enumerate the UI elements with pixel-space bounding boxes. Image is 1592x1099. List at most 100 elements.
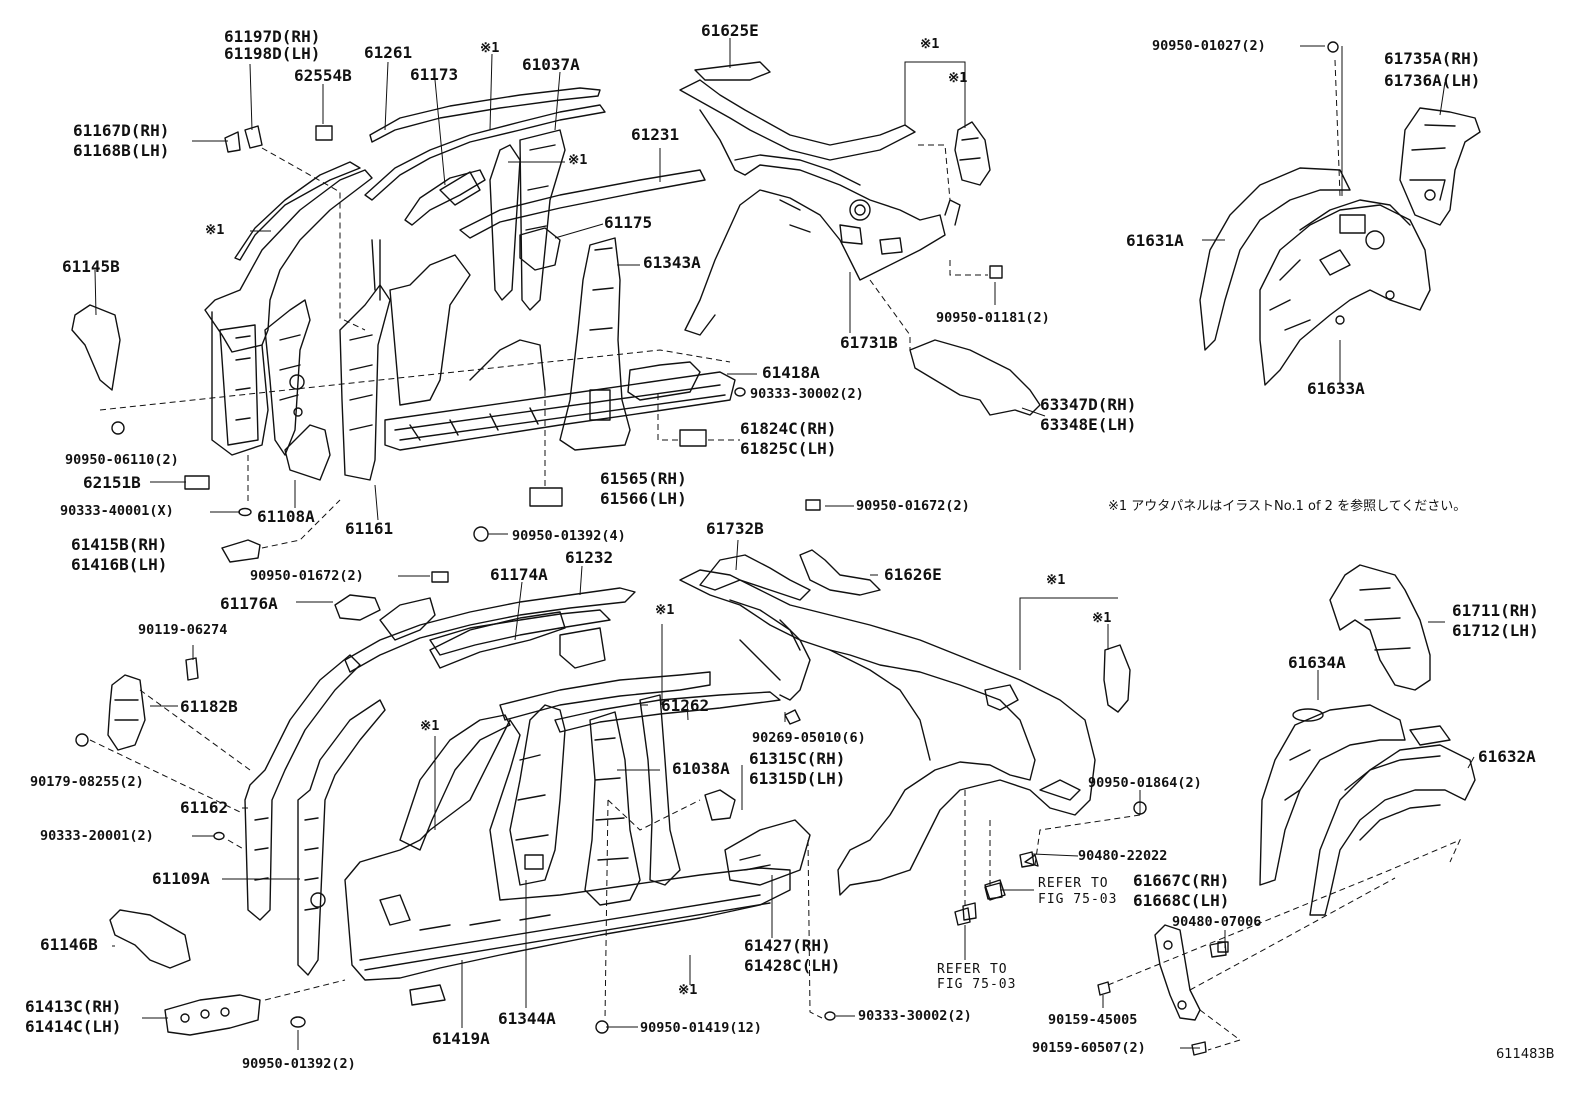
label-refer-b-line1: REFER TO xyxy=(937,962,1008,977)
label-star1-e: ※1 xyxy=(205,222,225,238)
label-90950-01672-mid: 90950-01672(2) xyxy=(250,568,364,584)
label-62554b: 62554B xyxy=(294,66,352,85)
label-refer-a-line2: FIG 75-03 xyxy=(1038,892,1118,907)
label-star1-b: ※1 xyxy=(920,36,940,52)
small-fasteners xyxy=(72,42,1338,1055)
label-61109a: 61109A xyxy=(152,869,210,888)
label-90119-06274: 90119-06274 xyxy=(138,622,228,638)
dashed-reference-lines xyxy=(90,60,1460,1050)
label-90179-08255: 90179-08255(2) xyxy=(30,774,144,790)
label-62151b: 62151B xyxy=(83,473,141,492)
label-90269-05010: 90269-05010(6) xyxy=(752,730,866,746)
label-61735a: 61735A(RH) xyxy=(1384,49,1481,68)
label-61167d: 61167D(RH) xyxy=(73,121,170,140)
label-61231: 61231 xyxy=(631,125,680,144)
label-61197d: 61197D(RH) xyxy=(224,27,321,46)
label-61174a: 61174A xyxy=(490,565,548,584)
label-61633a: 61633A xyxy=(1307,379,1365,398)
label-61566: 61566(LH) xyxy=(600,489,687,508)
label-90333-40001: 90333-40001(X) xyxy=(60,503,174,519)
label-61175: 61175 xyxy=(604,213,653,232)
label-61736a: 61736A(LH) xyxy=(1384,71,1481,90)
label-90159-45005: 90159-45005 xyxy=(1048,1012,1138,1028)
label-90333-30002-bot: 90333-30002(2) xyxy=(858,1008,972,1024)
label-61344a: 61344A xyxy=(498,1009,556,1028)
label-90950-06110: 90950-06110(2) xyxy=(65,452,179,468)
label-61419a: 61419A xyxy=(432,1029,490,1048)
label-star1-d: ※1 xyxy=(568,152,588,168)
label-61416b: 61416B(LH) xyxy=(71,555,168,574)
label-90480-07006: 90480-07006 xyxy=(1172,914,1262,930)
label-star1-g: ※1 xyxy=(655,602,675,618)
label-61161: 61161 xyxy=(345,519,394,538)
label-61625e: 61625E xyxy=(701,21,759,40)
label-61825c: 61825C(LH) xyxy=(740,439,837,458)
leader-lines xyxy=(95,38,1474,1050)
label-61413c: 61413C(RH) xyxy=(25,997,122,1016)
label-61232: 61232 xyxy=(565,548,614,567)
label-90950-01672-top: 90950-01672(2) xyxy=(856,498,970,514)
label-refer-a-line1: REFER TO xyxy=(1038,876,1109,891)
label-63348e: 63348E(LH) xyxy=(1040,415,1137,434)
label-61667c: 61667C(RH) xyxy=(1133,871,1230,890)
label-61145b: 61145B xyxy=(62,257,120,276)
upper-left-body-side xyxy=(205,88,735,480)
label-90950-01181: 90950-01181(2) xyxy=(936,310,1050,326)
label-star1-i: ※1 xyxy=(420,718,440,734)
label-61626e: 61626E xyxy=(884,565,942,584)
label-61146b: 61146B xyxy=(40,935,98,954)
note-outer-panel-reference: ※1 アウタパネルはイラストNo.1 of 2 を参照してください。 xyxy=(1108,499,1467,514)
label-61632a: 61632A xyxy=(1478,747,1536,766)
label-90333-20001: 90333-20001(2) xyxy=(40,828,154,844)
floor-piece-63347d xyxy=(910,340,1040,415)
label-61631a: 61631A xyxy=(1126,231,1184,250)
label-61261: 61261 xyxy=(364,43,413,62)
label-61824c: 61824C(RH) xyxy=(740,419,837,438)
label-61168b: 61168B(LH) xyxy=(73,141,170,160)
label-90480-22022: 90480-22022 xyxy=(1078,848,1168,864)
label-61037a: 61037A xyxy=(522,55,580,74)
lower-right-wheelhouse xyxy=(1020,565,1475,1020)
upper-rear-quarter-inner xyxy=(680,62,990,335)
label-61415b: 61415B(RH) xyxy=(71,535,168,554)
label-61418a: 61418A xyxy=(762,363,820,382)
label-61565: 61565(RH) xyxy=(600,469,687,488)
label-61173: 61173 xyxy=(410,65,459,84)
label-90950-01027: 90950-01027(2) xyxy=(1152,38,1266,54)
label-61414c: 61414C(LH) xyxy=(25,1017,122,1036)
label-90333-30002-top: 90333-30002(2) xyxy=(750,386,864,402)
label-90159-60507: 90159-60507(2) xyxy=(1032,1040,1146,1056)
label-61668c: 61668C(LH) xyxy=(1133,891,1230,910)
label-90950-01419: 90950-01419(12) xyxy=(640,1020,762,1036)
label-61711: 61711(RH) xyxy=(1452,601,1539,620)
label-90950-01864: 90950-01864(2) xyxy=(1088,775,1202,791)
label-refer-b-line2: FIG 75-03 xyxy=(937,977,1017,992)
label-61428c: 61428C(LH) xyxy=(744,956,841,975)
label-61731b: 61731B xyxy=(840,333,898,352)
label-61343a: 61343A xyxy=(643,253,701,272)
label-star1-a: ※1 xyxy=(480,40,500,56)
label-61732b: 61732B xyxy=(706,519,764,538)
label-61315c: 61315C(RH) xyxy=(749,749,846,768)
label-61427: 61427(RH) xyxy=(744,936,831,955)
label-61162: 61162 xyxy=(180,798,229,817)
label-90950-01392-2: 90950-01392(2) xyxy=(242,1056,356,1072)
label-61198d: 61198D(LH) xyxy=(224,44,321,63)
label-61262: 61262 xyxy=(661,696,710,715)
label-star1-f: ※1 xyxy=(1046,572,1066,588)
upper-right-wheelhouse xyxy=(1200,108,1480,385)
label-61108a: 61108A xyxy=(257,507,315,526)
label-61315d: 61315D(LH) xyxy=(749,769,846,788)
label-star1-h: ※1 xyxy=(1092,610,1112,626)
label-61182b: 61182B xyxy=(180,697,238,716)
label-star1-c: ※1 xyxy=(948,70,968,86)
label-61038a: 61038A xyxy=(672,759,730,778)
label-90950-01392-4: 90950-01392(4) xyxy=(512,528,626,544)
label-63347d: 63347D(RH) xyxy=(1040,395,1137,414)
lower-left-body-side xyxy=(108,588,810,1035)
sheet-id: 611483B xyxy=(1496,1047,1555,1062)
label-61712: 61712(LH) xyxy=(1452,621,1539,640)
label-star1-j: ※1 xyxy=(678,982,698,998)
